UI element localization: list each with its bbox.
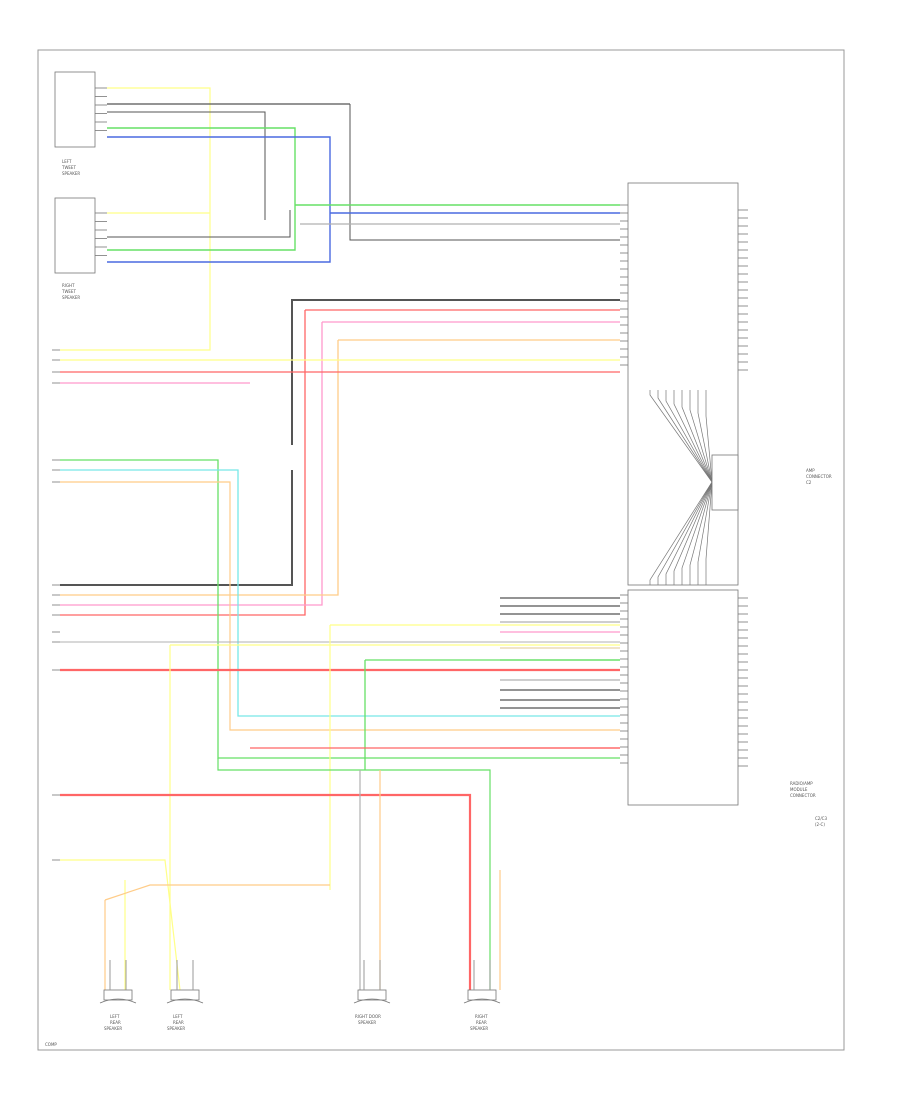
green-wire xyxy=(217,758,491,990)
black-wire xyxy=(60,470,293,586)
pink-wire xyxy=(60,322,323,606)
module-label-line1: AMP xyxy=(806,468,815,473)
amp-module xyxy=(620,182,748,806)
red-wire xyxy=(60,310,306,616)
black-wire xyxy=(107,111,266,220)
connector-note: C2/C3 (2-C) xyxy=(815,816,827,827)
speaker-labels: LEFT REAR SPEAKER LEFT REAR SPEAKER RIGH… xyxy=(104,1014,488,1031)
module-label-line3: C2 xyxy=(806,480,812,485)
speaker-connector xyxy=(467,989,497,1001)
speaker-connector xyxy=(170,989,200,1001)
speaker4-label-line2: REAR xyxy=(476,1020,487,1025)
speaker1-label-line1: LEFT xyxy=(110,1014,120,1019)
green-wire xyxy=(60,459,620,759)
orange-wire xyxy=(60,481,620,731)
speaker4-label-line3: SPEAKER xyxy=(470,1026,488,1031)
module-label-line2: CONNECTOR xyxy=(806,474,832,479)
black-wire xyxy=(349,104,620,241)
module-label: AMP CONNECTOR C2 xyxy=(806,468,832,485)
blue-wire xyxy=(107,136,331,263)
black-wire xyxy=(107,210,291,238)
module-bottom-label-line2: MODULE xyxy=(790,787,808,792)
speaker1-label-line2: REAR xyxy=(110,1020,121,1025)
speakers xyxy=(99,960,501,1004)
speaker4-label-line1: RIGHT xyxy=(475,1014,488,1019)
right-tweeter-label-line1: RIGHT xyxy=(62,283,75,288)
wire-harness xyxy=(60,87,620,991)
left-tweeter-label-line2: TWEET xyxy=(61,165,76,170)
left-tweeter-label: LEFT TWEET SPEAKER xyxy=(61,159,80,176)
speaker2-label-line2: REAR xyxy=(173,1020,184,1025)
left-tweeter-label-line1: LEFT xyxy=(62,159,72,164)
orange-wire xyxy=(60,340,339,596)
speaker1-label-line3: SPEAKER xyxy=(104,1026,122,1031)
connector-note-line2: (2-C) xyxy=(815,822,825,827)
right-tweeter-label: RIGHT TWEET SPEAKER xyxy=(61,283,80,300)
left-tweeter-label-line3: SPEAKER xyxy=(62,171,80,176)
speaker-connector xyxy=(357,989,387,1001)
black-wire xyxy=(291,299,620,445)
right-tweeter-connector xyxy=(54,197,107,274)
speaker-icon xyxy=(99,998,137,1004)
orange-wire xyxy=(104,884,330,901)
left-edge-connectors xyxy=(52,349,60,861)
red-wire xyxy=(60,793,472,990)
speaker-icon xyxy=(166,998,204,1004)
yellow-wire xyxy=(60,87,211,351)
green-wire xyxy=(107,127,296,251)
speaker3-label-line2: SPEAKER xyxy=(358,1020,376,1025)
connector-note-line1: C2/C3 xyxy=(815,816,827,821)
cyan-wire xyxy=(60,469,620,717)
right-tweeter-label-line3: SPEAKER xyxy=(62,295,80,300)
module-bottom-label-line3: CONNECTOR xyxy=(790,793,816,798)
right-tweeter-label-line2: TWEET xyxy=(61,289,76,294)
module-bottom-label-line1: RADIO/AMP xyxy=(790,781,813,786)
speaker3-label-line1: RIGHT DOOR xyxy=(355,1014,381,1019)
speaker2-label-line3: SPEAKER xyxy=(167,1026,185,1031)
speaker2-label-line1: LEFT xyxy=(173,1014,183,1019)
left-tweeter-connector xyxy=(54,71,107,148)
speaker-icon xyxy=(463,998,501,1004)
speaker-connector xyxy=(103,989,133,1001)
diagram-frame xyxy=(37,49,845,1051)
yellow-wire xyxy=(60,859,181,991)
module-bottom-label: RADIO/AMP MODULE CONNECTOR xyxy=(790,781,816,798)
speaker-icon xyxy=(353,998,391,1004)
footer-text: COMP xyxy=(45,1042,57,1047)
